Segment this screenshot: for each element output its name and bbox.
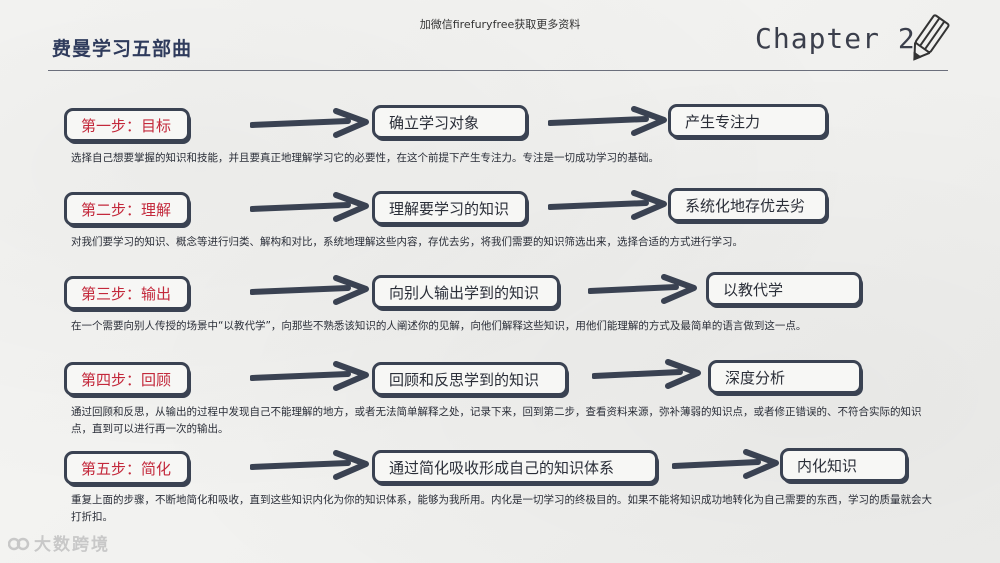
step-2-object: 理解要学习的知识 [372, 191, 528, 225]
watermark-text: 大数跨境 [34, 535, 110, 555]
arrow-right-icon [250, 450, 369, 480]
step-1-object: 确立学习对象 [372, 105, 528, 139]
page-title: 费曼学习五部曲 [52, 38, 193, 60]
step-5-object: 通过简化吸收形成自己的知识体系 [372, 450, 658, 484]
pencil-icon [913, 14, 950, 61]
step-4-result: 深度分析 [708, 360, 862, 394]
step-2-result: 系统化地存优去劣 [668, 188, 828, 222]
top-note: 加微信firefuryfree获取更多资料 [419, 18, 581, 31]
arrow-right-icon [250, 108, 369, 138]
step-1-label: 第一步：目标 [64, 108, 190, 142]
header-divider [48, 70, 948, 71]
arrow-right-icon [250, 192, 369, 222]
watermark: 大数跨境 [8, 530, 110, 555]
arrow-right-icon [672, 449, 779, 479]
step-1-description: 选择自己想要掌握的知识和技能，并且要真正地理解学习它的必要性，在这个前提下产生专… [71, 152, 659, 164]
arrow-right-icon [548, 106, 667, 136]
brand-logo-icon [8, 537, 30, 551]
step-2-label: 第二步：理解 [64, 192, 190, 226]
step-4-label: 第四步：回顾 [64, 362, 190, 396]
step-5-result: 内化知识 [780, 448, 908, 482]
chapter-label: Chapter 2 [755, 22, 916, 55]
step-3-description: 在一个需要向别人传授的场景中“以教代学”，向那些不熟悉该知识的人阐述你的见解，向… [71, 320, 807, 332]
arrow-right-icon [250, 361, 369, 391]
step-4-description: 通过回顾和反思，从输出的过程中发现自己不能理解的地方，或者无法简单解释之处，记录… [71, 406, 922, 435]
arrow-right-icon [548, 190, 667, 220]
step-3-label: 第三步：输出 [64, 276, 190, 310]
step-3-result: 以教代学 [706, 272, 862, 306]
step-4-object: 回顾和反思学到的知识 [372, 362, 568, 396]
step-3-object: 向别人输出学到的知识 [372, 275, 560, 309]
step-2-description: 对我们要学习的知识、概念等进行归类、解构和对比，系统地理解这些内容，存优去劣，将… [71, 236, 743, 248]
arrow-right-icon [592, 359, 701, 389]
arrow-right-icon [588, 274, 697, 304]
step-1-result: 产生专注力 [668, 104, 828, 138]
step-5-label: 第五步：简化 [64, 451, 190, 485]
step-5-description: 重复上面的步骤，不断地简化和吸收，直到这些知识内化为你的知识体系，能够为我所用。… [71, 494, 932, 523]
arrow-right-icon [250, 275, 369, 305]
